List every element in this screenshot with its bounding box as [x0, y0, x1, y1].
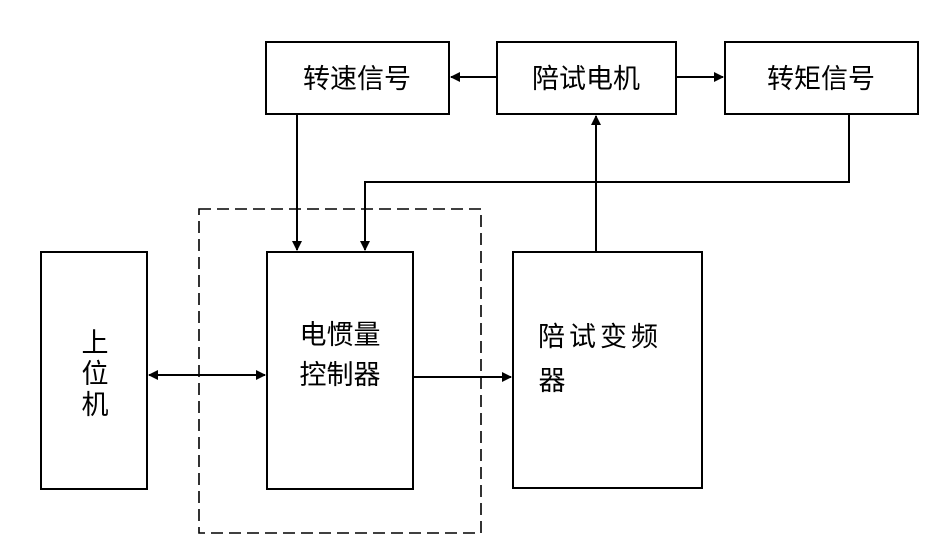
inverter-label-1: 陪试变频: [538, 322, 662, 353]
electric-inertia-controller-block[interactable]: 电惯量 控制器: [267, 252, 413, 489]
test-motor-block[interactable]: 陪试电机: [497, 42, 676, 114]
host-computer-block[interactable]: 上 位 机: [41, 252, 147, 489]
arrow-torque-to-controller: [365, 114, 849, 250]
speed-signal-block[interactable]: 转速信号: [266, 42, 449, 114]
controller-label-1: 电惯量: [300, 320, 381, 351]
host-label-3: 机: [82, 390, 109, 421]
inverter-label-2: 器: [539, 366, 566, 397]
controller-label-2: 控制器: [300, 360, 381, 391]
test-inverter-block[interactable]: 陪试变频 器: [513, 252, 702, 488]
host-label-2: 位: [82, 359, 109, 390]
host-label-1: 上: [82, 328, 109, 359]
test-motor-label: 陪试电机: [532, 64, 640, 95]
speed-signal-label: 转速信号: [303, 64, 411, 95]
torque-signal-label: 转矩信号: [767, 64, 875, 95]
torque-signal-block[interactable]: 转矩信号: [725, 42, 918, 114]
